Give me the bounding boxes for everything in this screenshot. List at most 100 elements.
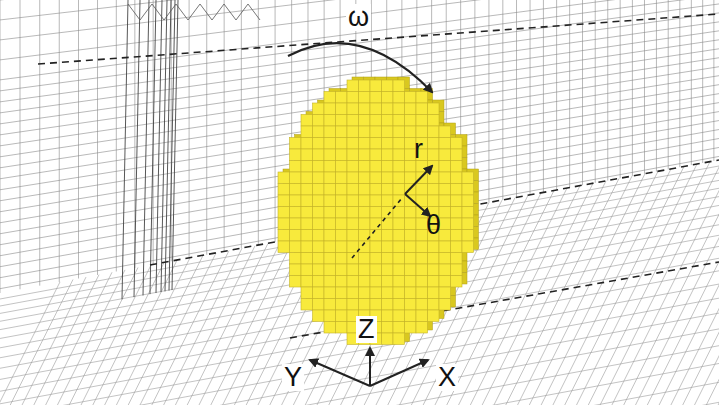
voxel-cell: [324, 299, 336, 311]
voxel-cell: [278, 230, 290, 242]
voxel-cell: [416, 322, 428, 334]
voxel-cell: [451, 241, 463, 253]
wall-line: [0, 49, 719, 157]
voxel-cell: [393, 103, 405, 115]
voxel-cell: [393, 161, 405, 173]
voxel-cell: [439, 299, 451, 311]
floor-line: [423, 195, 528, 405]
floor-line: [341, 212, 437, 405]
voxel-cell: [382, 149, 394, 161]
voxel-cell: [382, 92, 394, 104]
wall-line: [543, 0, 544, 192]
floor-line: [293, 222, 385, 405]
voxel-cell: [439, 184, 451, 196]
voxel-cell: [347, 103, 359, 115]
coordinate-axes: [310, 348, 428, 386]
floor-line: [683, 142, 719, 405]
floor-line: [695, 140, 719, 405]
floor-line: [22, 277, 86, 405]
floor-line: [718, 135, 719, 405]
voxel-cell: [462, 241, 474, 253]
voxel-cell: [301, 195, 313, 207]
floor-line: [541, 171, 658, 405]
voxel-cell: [336, 207, 348, 219]
voxel-cell: [359, 276, 371, 288]
voxel-cell: [347, 138, 359, 150]
voxel-cell: [370, 299, 382, 311]
voxel-cell: [405, 241, 417, 253]
voxel-cell: [370, 253, 382, 265]
voxel-cell: [428, 253, 440, 265]
voxel-cell: [359, 195, 371, 207]
voxel-cell: [313, 253, 325, 265]
plane-edge: [128, 4, 260, 20]
voxel-cell: [347, 207, 359, 219]
floor-line: [706, 138, 719, 405]
voxel-cell: [290, 218, 302, 230]
voxel-cell: [393, 92, 405, 104]
voxel-cell: [416, 218, 428, 230]
wall-line: [0, 94, 719, 212]
floor-line: [10, 279, 73, 405]
voxel-cell: [393, 299, 405, 311]
voxel-cell: [405, 92, 417, 104]
voxel-cell: [301, 299, 313, 311]
voxel-cell: [428, 103, 440, 115]
floor-line: [223, 236, 307, 405]
voxel-cell: [405, 230, 417, 242]
voxel-cell: [382, 115, 394, 127]
voxel-cell: [405, 218, 417, 230]
voxel-cell: [336, 103, 348, 115]
floor-line: [140, 253, 216, 405]
voxel-cell: [462, 172, 474, 184]
voxel-cell: [393, 333, 405, 345]
wall-line: [656, 0, 657, 172]
wall-line: [78, 0, 79, 278]
voxel-cell: [359, 138, 371, 150]
voxel-cell: [462, 195, 474, 207]
wall-line: [275, 0, 276, 242]
voxel-cell: [439, 241, 451, 253]
voxel-cell: [405, 322, 417, 334]
floor-line: [175, 246, 255, 405]
voxel-cell: [382, 241, 394, 253]
floor-line: [0, 225, 719, 358]
voxel-cell: [359, 161, 371, 173]
voxel-cell: [301, 126, 313, 138]
voxel-cell: [462, 184, 474, 196]
floor-line: [0, 284, 719, 405]
floor-line: [647, 150, 719, 405]
voxel-cell: [439, 161, 451, 173]
voxel-cell: [324, 138, 336, 150]
floor-line: [577, 164, 697, 405]
floor-line: [81, 265, 151, 405]
wall-line: [116, 0, 117, 271]
wall-line: [0, 156, 719, 288]
voxel-cell: [382, 310, 394, 322]
floor-line: [0, 382, 719, 405]
voxel-cell: [336, 115, 348, 127]
wall-line: [206, 0, 207, 255]
voxel-cell: [290, 253, 302, 265]
voxel-cell: [393, 230, 405, 242]
voxel-cell: [370, 287, 382, 299]
voxel-cell: [290, 138, 302, 150]
floor-line: [69, 267, 138, 405]
voxel-cell: [416, 241, 428, 253]
voxel-cell: [405, 253, 417, 265]
voxel-cell: [313, 103, 325, 115]
floor-line: [270, 227, 359, 405]
voxel-cell: [416, 103, 428, 115]
wall-line: [0, 147, 719, 277]
voxel-cell: [405, 207, 417, 219]
voxel-cell: [428, 149, 440, 161]
voxel-cell: [324, 172, 336, 184]
floor-line: [624, 154, 719, 405]
voxel-cell: [370, 161, 382, 173]
voxel-cell: [393, 149, 405, 161]
voxel-cell: [336, 172, 348, 184]
voxel-cell: [278, 241, 290, 253]
voxel-cell: [301, 172, 313, 184]
voxel-cell: [313, 276, 325, 288]
voxel-cell: [451, 195, 463, 207]
